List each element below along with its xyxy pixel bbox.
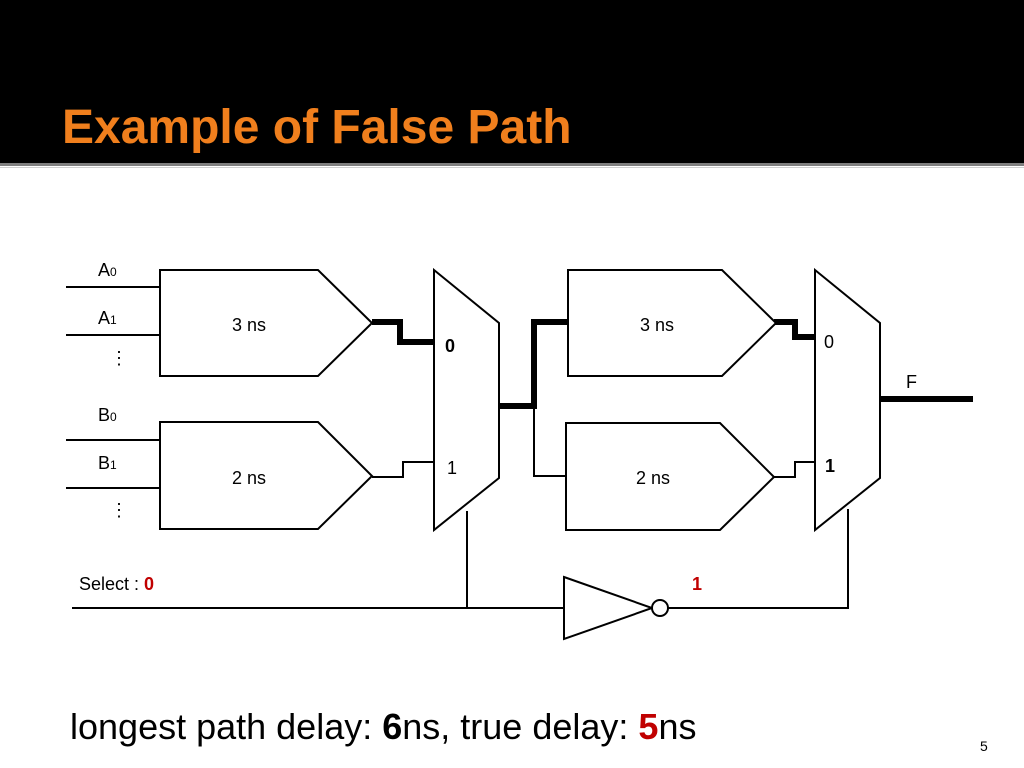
mux-2 (814, 267, 881, 533)
input-label-b1: B1 (98, 453, 117, 473)
block3-delay-label: 3 ns (640, 315, 674, 335)
output-label-f: F (906, 372, 917, 392)
block2-delay-label: 2 ns (232, 468, 266, 488)
inverter (563, 575, 669, 641)
title-bar (0, 0, 1024, 163)
slide-title: Example of False Path (62, 101, 572, 154)
delay-caption: longest path delay: 6ns, true delay: 5ns (70, 706, 697, 747)
page-number: 5 (980, 738, 988, 754)
mux2-input1-label: 1 (825, 456, 835, 476)
logic-block-1 (159, 269, 374, 377)
select-label: Select : 0 (79, 574, 154, 594)
wire-inverter-to-mux2 (668, 509, 849, 609)
thick-wire-block3-to-mux2 (774, 319, 815, 340)
inverter-triangle (563, 575, 656, 641)
select-value: 0 (144, 574, 154, 594)
inverter-bubble (651, 599, 669, 617)
true-delay-value: 5 (638, 706, 659, 747)
wires (66, 286, 849, 609)
wire-mux1-to-block4 (533, 406, 566, 477)
thick-wire-mux1-to-block3 (499, 319, 568, 409)
mux2-input0-label: 0 (824, 332, 834, 352)
thick-wire-block1-to-mux1 (372, 319, 434, 345)
logic-block-4 (565, 422, 776, 531)
title-divider-thin (0, 167, 1024, 168)
wire-block4-to-mux2 (772, 461, 815, 478)
longest-delay-value: 6 (382, 706, 403, 747)
block4-delay-label: 2 ns (636, 468, 670, 488)
input-b-ellipsis: ⋮ (110, 500, 128, 520)
delay-blocks (159, 269, 778, 531)
logic-block-3 (567, 269, 778, 377)
multiplexers (433, 267, 881, 533)
input-label-b0: B0 (98, 405, 117, 425)
inverted-select-value: 1 (692, 574, 702, 594)
input-label-a0: A0 (98, 260, 117, 280)
logic-block-2 (159, 421, 374, 530)
block1-delay-label: 3 ns (232, 315, 266, 335)
mux1-input1-label: 1 (447, 458, 457, 478)
wire-block2-to-mux1 (372, 461, 434, 478)
mux-1 (433, 267, 500, 533)
mux1-input0-label: 0 (445, 336, 455, 356)
critical-path-wires (372, 319, 973, 409)
input-label-a1: A1 (98, 308, 117, 328)
input-a-ellipsis: ⋮ (110, 348, 128, 368)
title-divider (0, 163, 1024, 166)
